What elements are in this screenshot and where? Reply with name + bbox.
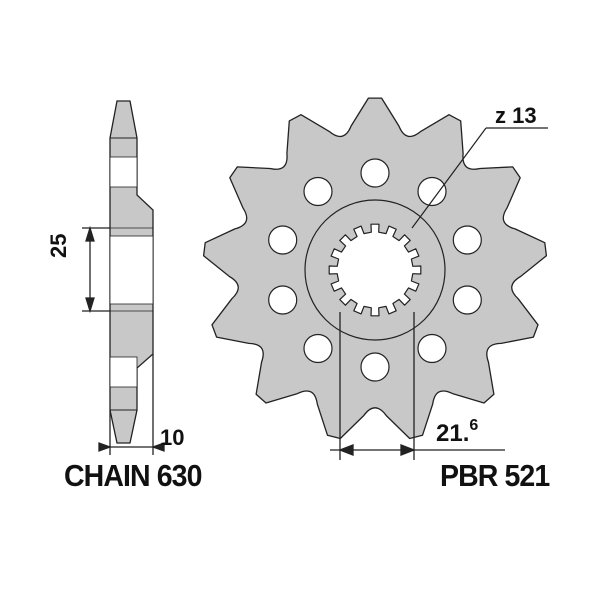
lightening-hole <box>268 225 298 255</box>
part-number-label: PBR 521 <box>440 458 550 493</box>
lightening-hole <box>268 285 298 315</box>
lightening-hole <box>303 333 333 364</box>
sprocket-side-profile <box>109 100 154 444</box>
tooth-count-label: z 13 <box>495 103 537 128</box>
width-dimension <box>98 354 165 455</box>
lightening-hole <box>452 285 482 315</box>
lightening-hole <box>360 158 390 188</box>
lightening-hole <box>417 333 447 364</box>
lightening-hole <box>360 352 390 382</box>
teeth-leader <box>411 127 548 229</box>
spline-diameter-value: 21. <box>436 420 470 447</box>
lightening-hole <box>452 225 482 255</box>
sprocket-front-view <box>202 97 548 440</box>
chain-label: CHAIN 630 <box>64 458 202 493</box>
lightening-hole <box>303 176 333 207</box>
width-label: 10 <box>160 425 185 450</box>
spline-diameter-superscript: 6 <box>469 417 479 434</box>
lightening-hole <box>417 176 447 207</box>
height-label: 25 <box>46 233 71 258</box>
height-dimension <box>82 225 110 314</box>
spline-dimension <box>330 312 505 460</box>
spline-diameter-label: 21.6 <box>436 418 478 447</box>
